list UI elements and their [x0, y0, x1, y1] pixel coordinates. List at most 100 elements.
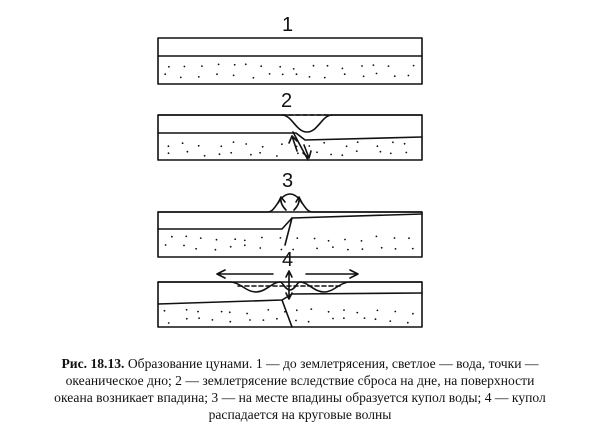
seabed-dot — [292, 248, 295, 251]
seabed-dot — [405, 151, 408, 154]
seabed-dot — [343, 73, 346, 76]
stage-2-frame — [157, 114, 423, 161]
seabed-dot — [267, 309, 270, 311]
stage-4-seabed-dots — [163, 308, 414, 324]
seabed-dot — [279, 237, 282, 239]
seabed-dot — [363, 317, 366, 319]
seabed-dot — [323, 76, 326, 79]
seabed-dot — [375, 235, 378, 238]
seabed-dot — [234, 238, 237, 241]
stage-1-frame — [157, 37, 423, 85]
seabed-dot — [326, 64, 329, 67]
seabed-dot — [407, 74, 410, 77]
seabed-dot — [361, 248, 364, 251]
stage-3-arrow-right — [293, 196, 303, 211]
seabed-dot — [327, 239, 330, 242]
seabed-dot — [281, 143, 283, 146]
seabed-dot — [203, 154, 206, 157]
seabed-dot — [376, 145, 379, 148]
seabed-dot — [185, 308, 188, 311]
seabed-dot — [295, 73, 298, 76]
stage-1-seabed-dots — [164, 63, 415, 79]
stage-3-fault-line — [284, 217, 293, 246]
seabed-dot — [186, 150, 189, 153]
seabed-dot — [218, 153, 221, 156]
seabed-dot — [374, 318, 377, 321]
stage-2-seafloor-line — [157, 132, 423, 141]
seabed-dot — [345, 145, 348, 148]
seabed-dot — [167, 152, 170, 155]
stage-3-seabed-dots — [164, 235, 414, 251]
seabed-dot — [372, 64, 375, 66]
seabed-dot — [216, 73, 218, 76]
seabed-dot — [411, 247, 414, 250]
stage-3-label: 3 — [282, 170, 293, 192]
seabed-dot — [198, 317, 201, 319]
seabed-dot — [330, 153, 332, 156]
seabed-dot — [341, 67, 344, 70]
seabed-dot — [185, 235, 188, 238]
seabed-dot — [295, 319, 297, 322]
seabed-dot — [246, 312, 249, 315]
seabed-dot — [260, 65, 263, 68]
tsunami-figure: 1 2 3 4 — [157, 14, 423, 328]
seabed-dot — [230, 151, 233, 154]
seabed-dot — [297, 152, 299, 155]
seabed-dot — [168, 65, 170, 68]
seabed-dot — [307, 320, 310, 323]
seabed-dot — [243, 244, 246, 247]
stage-2-diagram — [157, 114, 423, 161]
stage-4-fault-line — [281, 299, 293, 328]
seabed-dot — [284, 310, 286, 313]
seabed-dot — [183, 65, 186, 68]
seabed-dot — [327, 310, 330, 313]
seabed-dot — [229, 245, 232, 248]
seabed-dot — [344, 238, 346, 241]
seabed-dot — [308, 145, 311, 147]
seabed-dot — [261, 236, 263, 239]
seabed-dot — [406, 321, 409, 324]
seabed-dot — [393, 237, 396, 239]
seabed-dot — [197, 76, 200, 78]
seabed-dot — [232, 141, 235, 144]
seabed-dot — [268, 73, 271, 75]
stage-1-label: 1 — [282, 14, 293, 36]
stage-4-water-surface — [157, 281, 423, 293]
seabed-dot — [220, 310, 223, 313]
seabed-dot — [243, 239, 246, 242]
seabed-dot — [167, 145, 170, 148]
seabed-dot — [394, 310, 397, 313]
seabed-dot — [228, 311, 231, 314]
stage-3-arrow-left — [277, 196, 287, 211]
caption-number: Рис. 18.13. — [61, 356, 125, 371]
seabed-dot — [171, 235, 173, 238]
caption-line-4: распадается на круговые волны — [208, 407, 392, 422]
seabed-dot — [183, 244, 185, 247]
stage-2-arrow-up — [288, 135, 298, 152]
stage-3-seafloor-line — [157, 213, 423, 230]
seabed-dot — [295, 309, 298, 312]
seabed-dot — [295, 145, 298, 148]
seabed-dot — [310, 308, 313, 310]
caption-text-1: Образование цунами. 1 — до землетрясения… — [127, 356, 539, 371]
seabed-dot — [250, 153, 252, 156]
stage-2-arrow-down — [302, 144, 312, 159]
stage-3-frame — [157, 211, 423, 258]
seabed-dot — [233, 63, 236, 66]
seabed-dot — [179, 76, 182, 79]
seabed-dot — [262, 319, 265, 321]
seabed-dot — [412, 312, 414, 315]
figure-caption: Рис. 18.13. Образование цунами. 1 — до з… — [0, 355, 600, 423]
seabed-dot — [163, 309, 166, 312]
seabed-dot — [229, 320, 232, 323]
seabed-dot — [389, 152, 392, 155]
seabed-dot — [375, 72, 378, 75]
seabed-dot — [279, 65, 282, 68]
seabed-dot — [276, 317, 278, 320]
seabed-dot — [379, 150, 382, 153]
seabed-dot — [332, 246, 334, 249]
seabed-dot — [276, 155, 278, 157]
stage-2-seabed-dots — [167, 141, 408, 157]
seabed-dot — [380, 246, 383, 249]
stage-4-label: 4 — [282, 249, 293, 271]
